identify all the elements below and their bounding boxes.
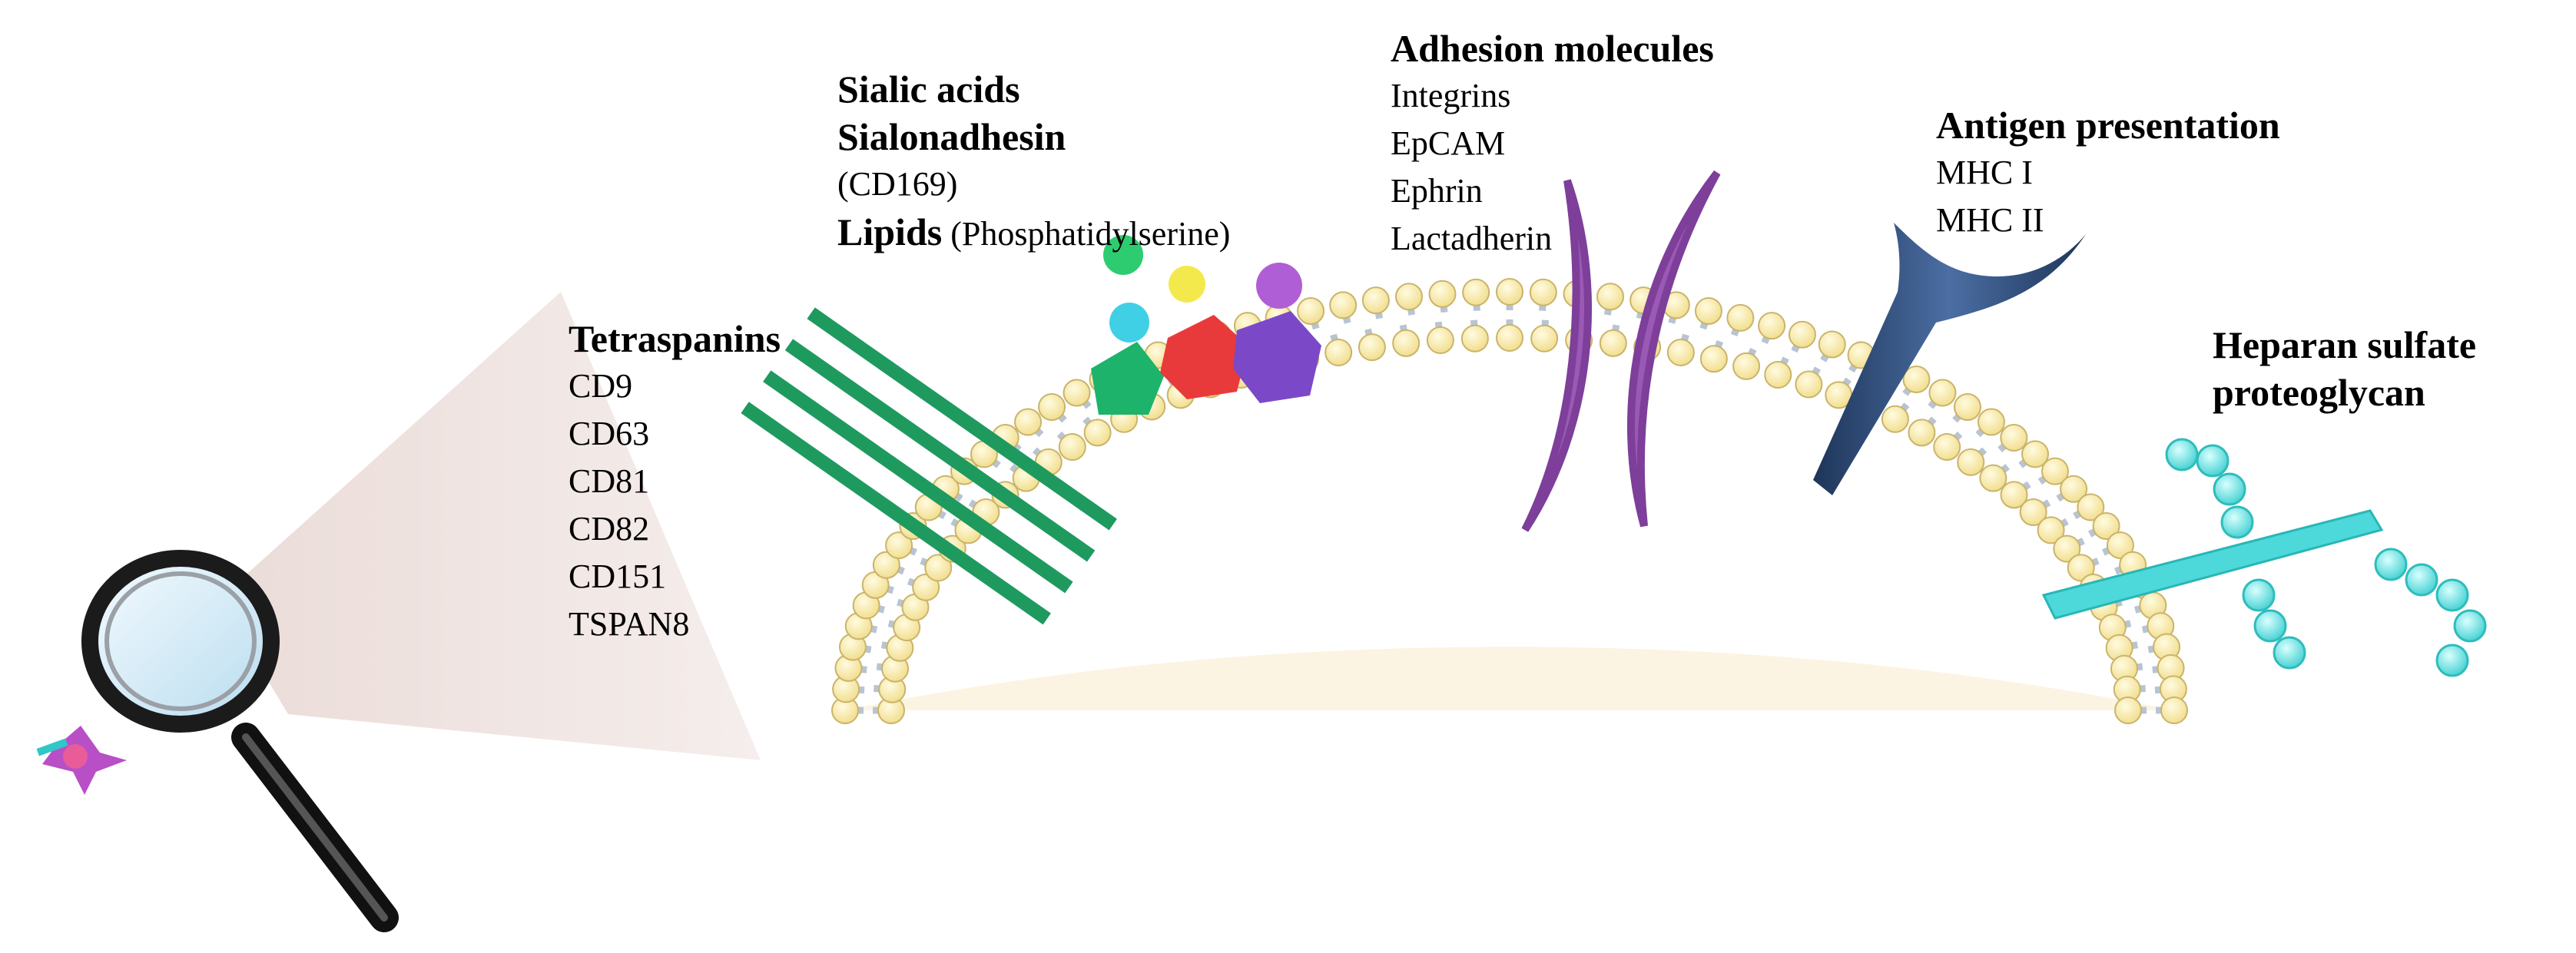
lipid-head bbox=[1758, 312, 1786, 340]
lipid-head bbox=[1392, 329, 1421, 357]
vesicle-interior bbox=[845, 647, 2174, 710]
lipid-head bbox=[1496, 278, 1523, 306]
lipid-head bbox=[1953, 392, 1981, 421]
sialic-acids-title: Sialic acids bbox=[837, 68, 1020, 111]
lipid-head bbox=[1788, 320, 1816, 349]
lipid-head bbox=[2077, 493, 2105, 521]
lipid-head bbox=[2092, 511, 2120, 540]
lipids-title: Lipids bbox=[837, 210, 943, 253]
lipid-head bbox=[1324, 338, 1353, 366]
sialic-lipids-label: Sialic acids Sialonadhesin (CD169) Lipid… bbox=[837, 65, 1230, 266]
lipid-head bbox=[1460, 324, 1489, 352]
magnifying-glass-icon bbox=[81, 550, 399, 932]
sialonadhesin-title: Sialonadhesin bbox=[837, 115, 1066, 158]
antigen-item: MHC I bbox=[1936, 154, 2033, 191]
lipid-head bbox=[885, 531, 913, 560]
tetraspanin-item: CD82 bbox=[569, 510, 650, 548]
adhesion-title: Adhesion molecules bbox=[1391, 27, 1714, 70]
lipid-head bbox=[1764, 361, 1792, 389]
lipid-head bbox=[2000, 424, 2028, 452]
lipid-head bbox=[1596, 283, 1624, 311]
lipid-head bbox=[1818, 330, 1846, 359]
lipid-head bbox=[1699, 345, 1728, 373]
adhesion-item: Ephrin bbox=[1391, 172, 1483, 210]
tetraspanin-item: CD151 bbox=[569, 558, 667, 595]
lipids-line: Lipids (Phosphatidylserine) bbox=[837, 208, 1230, 266]
heparan-line2: proteoglycan bbox=[2213, 371, 2425, 414]
heparan-sulfate-proteoglycan bbox=[2041, 438, 2487, 677]
lipid-head bbox=[1795, 370, 1823, 399]
lipid-head bbox=[1358, 333, 1386, 362]
heparan-label: Heparan sulfate proteoglycan bbox=[2213, 321, 2476, 416]
lipid-head bbox=[2037, 516, 2065, 544]
lipid-head bbox=[1979, 464, 2007, 492]
lipid-head bbox=[1957, 448, 1985, 476]
lipid-head bbox=[912, 573, 940, 601]
tetraspanin-item: TSPAN8 bbox=[569, 605, 690, 643]
lipid-head bbox=[1395, 283, 1424, 311]
cd169-text: (CD169) bbox=[837, 165, 958, 203]
lipid-head bbox=[2106, 531, 2134, 560]
lipid-head bbox=[872, 551, 900, 579]
lipid-head bbox=[2067, 554, 2095, 582]
lipid-head bbox=[2000, 481, 2028, 509]
lipid-head bbox=[1881, 405, 1909, 433]
phosphatidylserine-text: (Phosphatidylserine) bbox=[942, 215, 1231, 253]
mhc-molecule bbox=[1813, 223, 2086, 495]
lipid-head bbox=[1933, 433, 1961, 462]
lipid-head bbox=[1599, 329, 1627, 357]
lipid-head bbox=[1426, 326, 1454, 355]
adhesion-item: EpCAM bbox=[1391, 124, 1506, 162]
tetraspanin-item: CD63 bbox=[569, 415, 650, 452]
glycan-cluster bbox=[1091, 235, 1321, 415]
lipid-head bbox=[1694, 296, 1722, 325]
tetraspanins-label: Tetraspanins CD9 CD63 CD81 CD82 CD151 TS… bbox=[569, 315, 781, 648]
lipid-head bbox=[2114, 697, 2142, 724]
lipid-head bbox=[1732, 352, 1761, 380]
adhesion-item: Lactadherin bbox=[1391, 220, 1553, 257]
magnification-cone bbox=[219, 292, 761, 760]
lipid-head bbox=[1902, 366, 1931, 394]
lipid-head bbox=[1329, 291, 1358, 319]
lipid-head bbox=[2160, 697, 2188, 724]
lipid-head bbox=[2053, 534, 2081, 563]
adhesion-molecules-label: Adhesion molecules Integrins EpCAM Ephri… bbox=[1391, 25, 1714, 263]
lipid-head bbox=[2041, 457, 2069, 485]
exosome-particle-icon bbox=[36, 726, 127, 795]
antigen-presentation-label: Antigen presentation MHC I MHC II bbox=[1936, 101, 2280, 244]
lipid-head bbox=[1083, 419, 1112, 447]
lipid-head bbox=[924, 554, 953, 582]
lipid-head bbox=[1529, 278, 1557, 306]
lipid-head bbox=[1666, 338, 1695, 366]
antigen-item: MHC II bbox=[1936, 201, 2044, 239]
lipid-head bbox=[1530, 324, 1559, 352]
tetraspanins-title: Tetraspanins bbox=[569, 317, 781, 360]
lipid-head bbox=[1361, 286, 1390, 315]
lipid-head bbox=[1014, 408, 1043, 436]
lipid-head bbox=[2019, 498, 2047, 526]
tetraspanin-item: CD81 bbox=[569, 462, 650, 500]
tetraspanin-item: CD9 bbox=[569, 367, 633, 405]
adhesion-item: Integrins bbox=[1391, 77, 1511, 114]
lipid-head bbox=[1726, 303, 1755, 332]
lipid-head bbox=[1977, 408, 2005, 436]
heparan-line1: Heparan sulfate bbox=[2213, 323, 2477, 366]
lipid-head bbox=[1928, 379, 1957, 407]
lipid-head bbox=[1496, 324, 1523, 352]
lipid-head bbox=[1462, 278, 1490, 306]
adhesion-molecules bbox=[1521, 170, 1721, 532]
lipid-head bbox=[1428, 280, 1457, 308]
lipid-head bbox=[1908, 419, 1936, 447]
tetraspanin-molecules bbox=[741, 307, 1117, 625]
lipid-head bbox=[2021, 440, 2050, 468]
lipid-head bbox=[1038, 392, 1066, 421]
lipid-head bbox=[1297, 296, 1325, 325]
antigen-title: Antigen presentation bbox=[1936, 104, 2280, 147]
lipid-head bbox=[1058, 433, 1086, 462]
lipid-head bbox=[1063, 379, 1091, 407]
lipid-head bbox=[2060, 475, 2088, 503]
